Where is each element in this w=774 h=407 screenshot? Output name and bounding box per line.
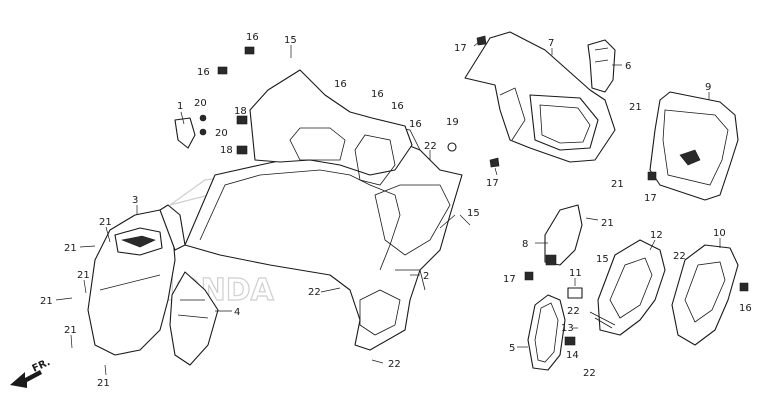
part-19-grommet (447, 142, 457, 152)
small-fasteners-left (174, 35, 749, 292)
part-17-clip-b (489, 157, 500, 168)
callout-22-bottom: 22 (388, 359, 401, 370)
part-12-inner-panel (597, 239, 666, 336)
part-7-upper-cover (464, 31, 616, 163)
callout-16-left: 16 (197, 67, 210, 78)
callout-21-h: 21 (611, 179, 624, 190)
callout-5: 5 (509, 343, 515, 354)
arrow-left-icon (10, 370, 42, 388)
callout-22-lower-b: 22 (583, 368, 596, 379)
front-direction-indicator: FR. (10, 357, 52, 388)
callout-22-left: 22 (308, 287, 321, 298)
small-fasteners-right (564, 287, 616, 346)
callout-4: 4 (234, 307, 240, 318)
callout-20-b: 20 (215, 128, 228, 139)
part-6-bracket (587, 39, 616, 93)
callout-17-top: 17 (454, 43, 467, 54)
callout-15-top: 15 (284, 35, 297, 46)
callout-2: 2 (423, 271, 429, 282)
part-18-nut-a (236, 115, 248, 125)
callout-21-g: 21 (629, 102, 642, 113)
leader-lines (55, 41, 721, 376)
callout-21-b: 21 (64, 243, 77, 254)
callout-22-top: 22 (424, 141, 437, 152)
callout-18-b: 18 (220, 145, 233, 156)
callout-22-right: 22 (673, 251, 686, 262)
callout-labels: 1 2 3 4 5 6 7 8 9 10 11 12 13 14 15 15 1… (40, 32, 752, 389)
callout-17-mid: 17 (486, 178, 499, 189)
part-17-clip-c (647, 171, 657, 181)
callout-10: 10 (713, 228, 726, 239)
callout-6: 6 (625, 61, 631, 72)
part-16-clip-a (244, 46, 255, 55)
callout-21-f: 21 (97, 378, 110, 389)
part-16-clip-g (739, 282, 749, 292)
part-20-screw-a (199, 114, 207, 122)
callout-16-mid-d: 16 (409, 119, 422, 130)
part-14-nut (564, 336, 576, 346)
part-9-frame (649, 91, 739, 201)
callout-19: 19 (446, 117, 459, 128)
callout-3: 3 (132, 195, 138, 206)
callout-21-d: 21 (40, 296, 53, 307)
callout-20-a: 20 (194, 98, 207, 109)
callout-1: 1 (177, 101, 183, 112)
callout-16-top: 16 (246, 32, 259, 43)
callout-13: 13 (561, 323, 574, 334)
part-17-clip-a (476, 35, 487, 46)
callout-17-right: 17 (644, 193, 657, 204)
callout-16-mid-b: 16 (371, 89, 384, 100)
callout-11: 11 (569, 268, 582, 279)
callout-16-right: 16 (739, 303, 752, 314)
part-10-right-cover (671, 244, 739, 346)
part-4-small-panel (169, 271, 219, 366)
callout-21-a: 21 (99, 217, 112, 228)
direction-label: FR. (31, 357, 52, 375)
part-18-nut-b (236, 145, 248, 155)
callout-12: 12 (650, 230, 663, 241)
callout-7: 7 (548, 38, 554, 49)
callout-21-i: 21 (601, 218, 614, 229)
callout-18-a: 18 (234, 106, 247, 117)
part-11-grommet (567, 287, 583, 299)
callout-15-center: 15 (467, 208, 480, 219)
part-1-clip (174, 117, 196, 149)
part-16-clip-b (217, 66, 228, 75)
part-20-screw-b (199, 128, 207, 136)
callout-22-lower-a: 22 (567, 306, 580, 317)
callout-14: 14 (566, 350, 579, 361)
callout-8: 8 (522, 239, 528, 250)
callout-21-e: 21 (64, 325, 77, 336)
callout-17-lower: 17 (503, 274, 516, 285)
part-2-inner-cover (184, 69, 463, 351)
callout-16-mid-a: 16 (334, 79, 347, 90)
callout-16-mid-c: 16 (391, 101, 404, 112)
callout-15-right: 15 (596, 254, 609, 265)
callout-21-c: 21 (77, 270, 90, 281)
part-5-gasket (527, 294, 566, 371)
callout-9: 9 (705, 82, 711, 93)
part-17-clip-d (524, 271, 534, 281)
part-8-small-bracket (544, 204, 583, 266)
part-3-left-cover (87, 204, 186, 356)
